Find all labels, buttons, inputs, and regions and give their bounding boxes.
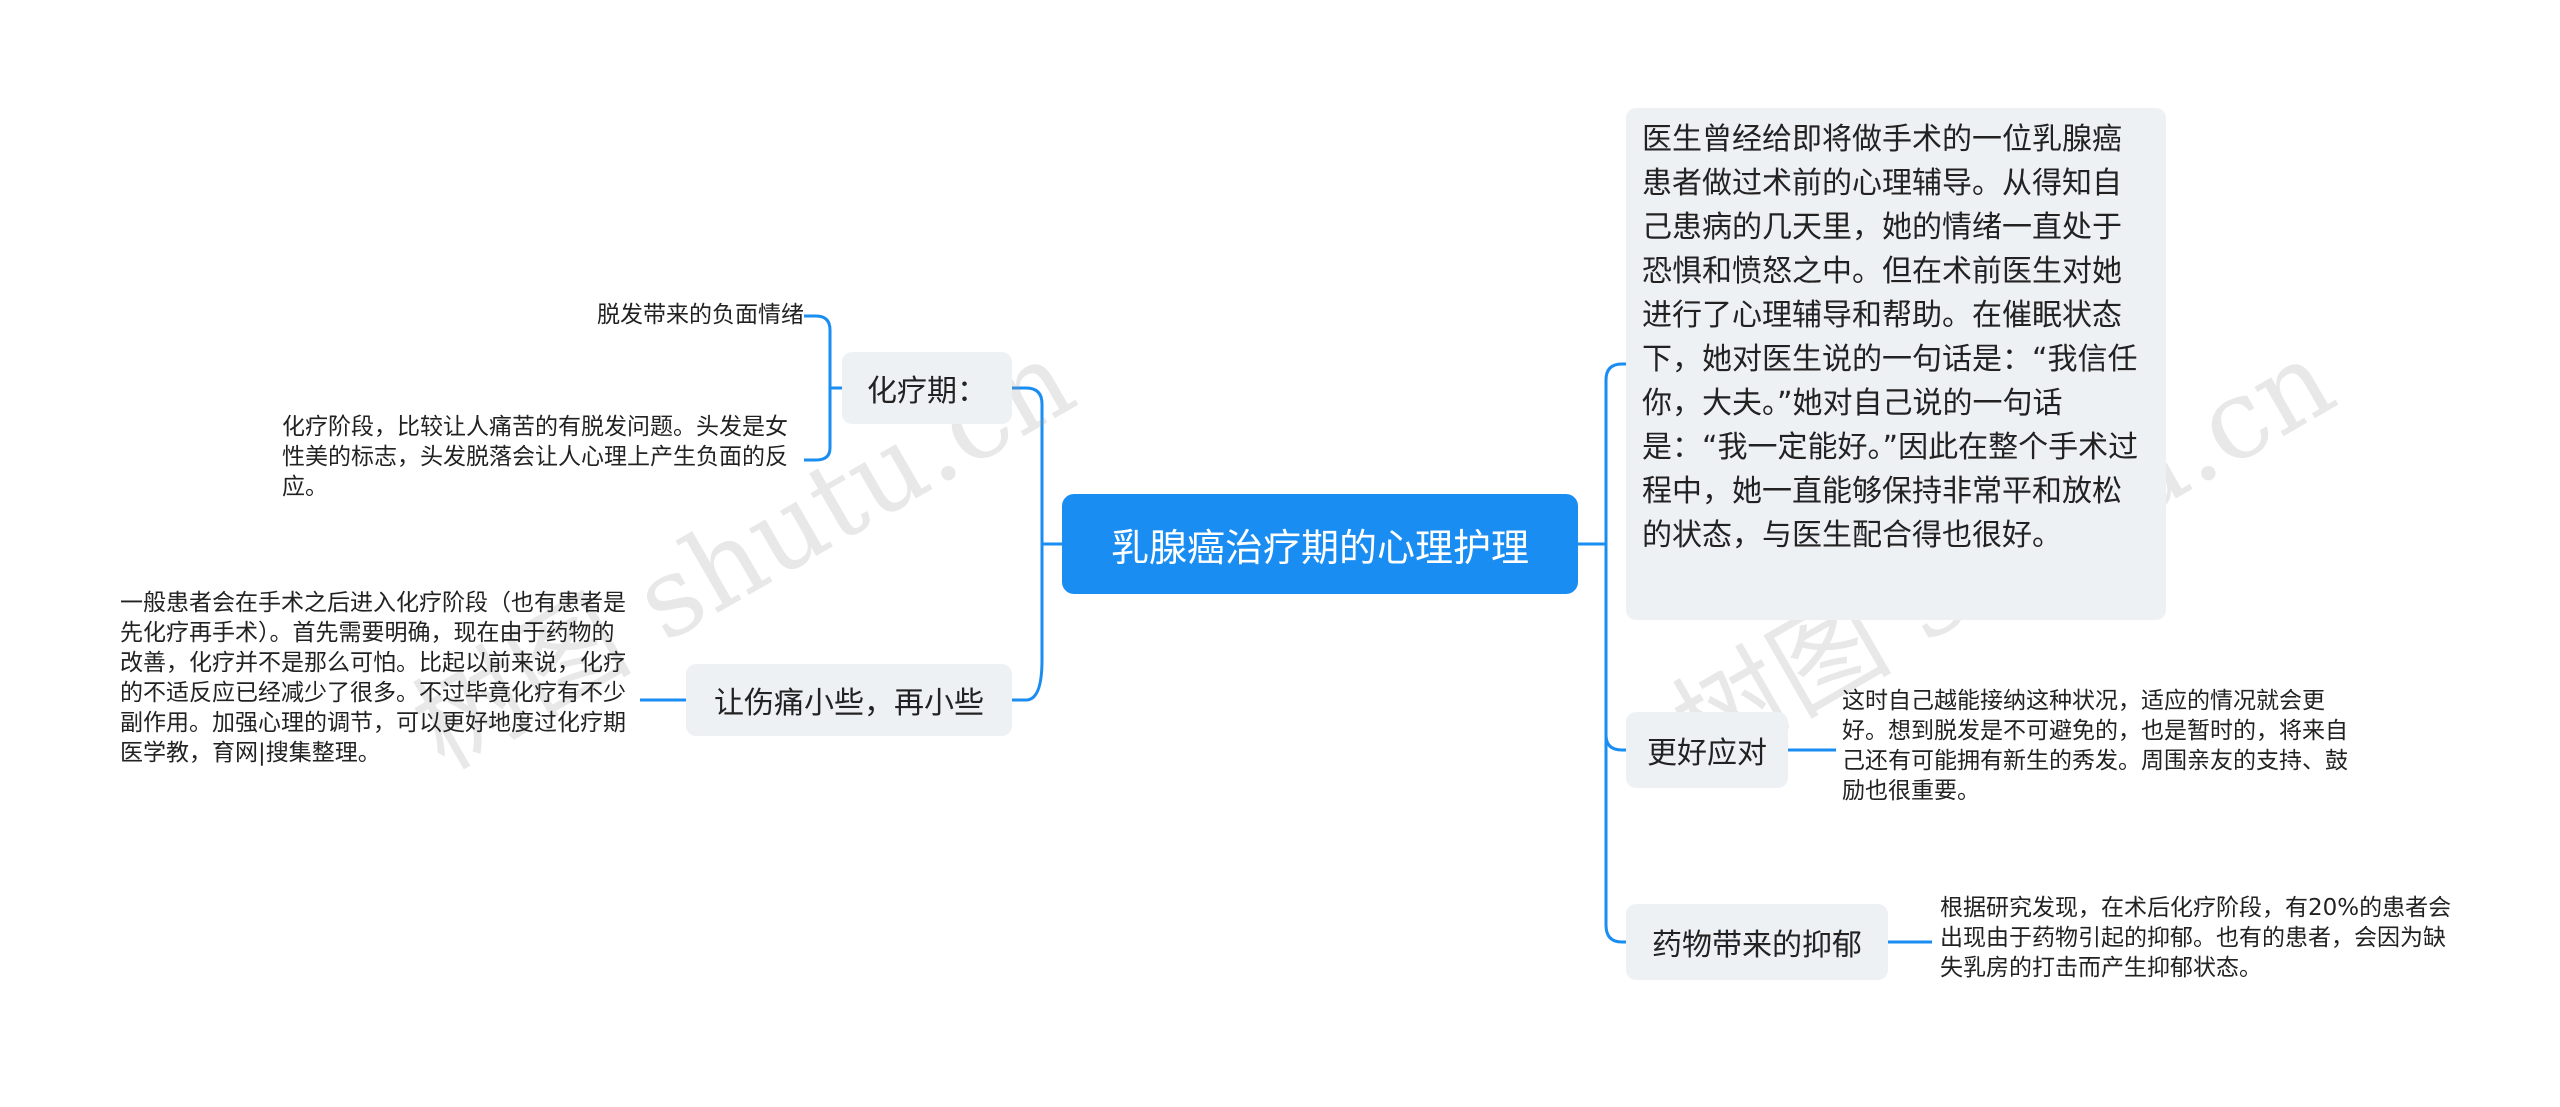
leaf-chemo-hairloss[interactable]: 脱发带来的负面情绪	[597, 302, 804, 328]
branch-pain[interactable]: 让伤痛小些，再小些	[686, 664, 1012, 736]
link-left-chemo	[1012, 386, 1044, 405]
link-right-drug	[1604, 924, 1626, 944]
link-right-story	[1604, 362, 1626, 381]
link-left-pain	[1012, 659, 1044, 702]
root-topic[interactable]: 乳腺癌治疗期的心理护理	[1062, 494, 1578, 594]
branch-story[interactable]: 医生曾经给即将做手术的一位乳腺癌患者做过术前的心理辅导。从得知自己患病的几天里，…	[1626, 108, 2166, 620]
branch-cope[interactable]: 更好应对	[1626, 712, 1788, 788]
link-chemo-detail-2	[804, 388, 832, 462]
link-chemo-detail-1	[804, 314, 832, 388]
branch-drug[interactable]: 药物带来的抑郁	[1626, 904, 1888, 980]
branch-chemo[interactable]: 化疗期：	[842, 352, 1012, 424]
leaf-drug-detail[interactable]: 根据研究发现，在术后化疗阶段，有20%的患者会出现由于药物引起的抑郁。也有的患者…	[1940, 895, 2452, 981]
leaf-pain-detail[interactable]: 一般患者会在手术之后进入化疗阶段（也有患者是先化疗再手术）。首先需要明确，现在由…	[120, 590, 626, 766]
link-right-cope	[1604, 734, 1626, 752]
leaf-cope-detail[interactable]: 这时自己越能接纳这种状况，适应的情况就会更好。想到脱发是不可避免的，也是暂时的，…	[1842, 688, 2348, 804]
leaf-chemo-detail[interactable]: 化疗阶段，比较让人痛苦的有脱发问题。头发是女性美的标志，头发脱落会让人心理上产生…	[282, 414, 788, 500]
